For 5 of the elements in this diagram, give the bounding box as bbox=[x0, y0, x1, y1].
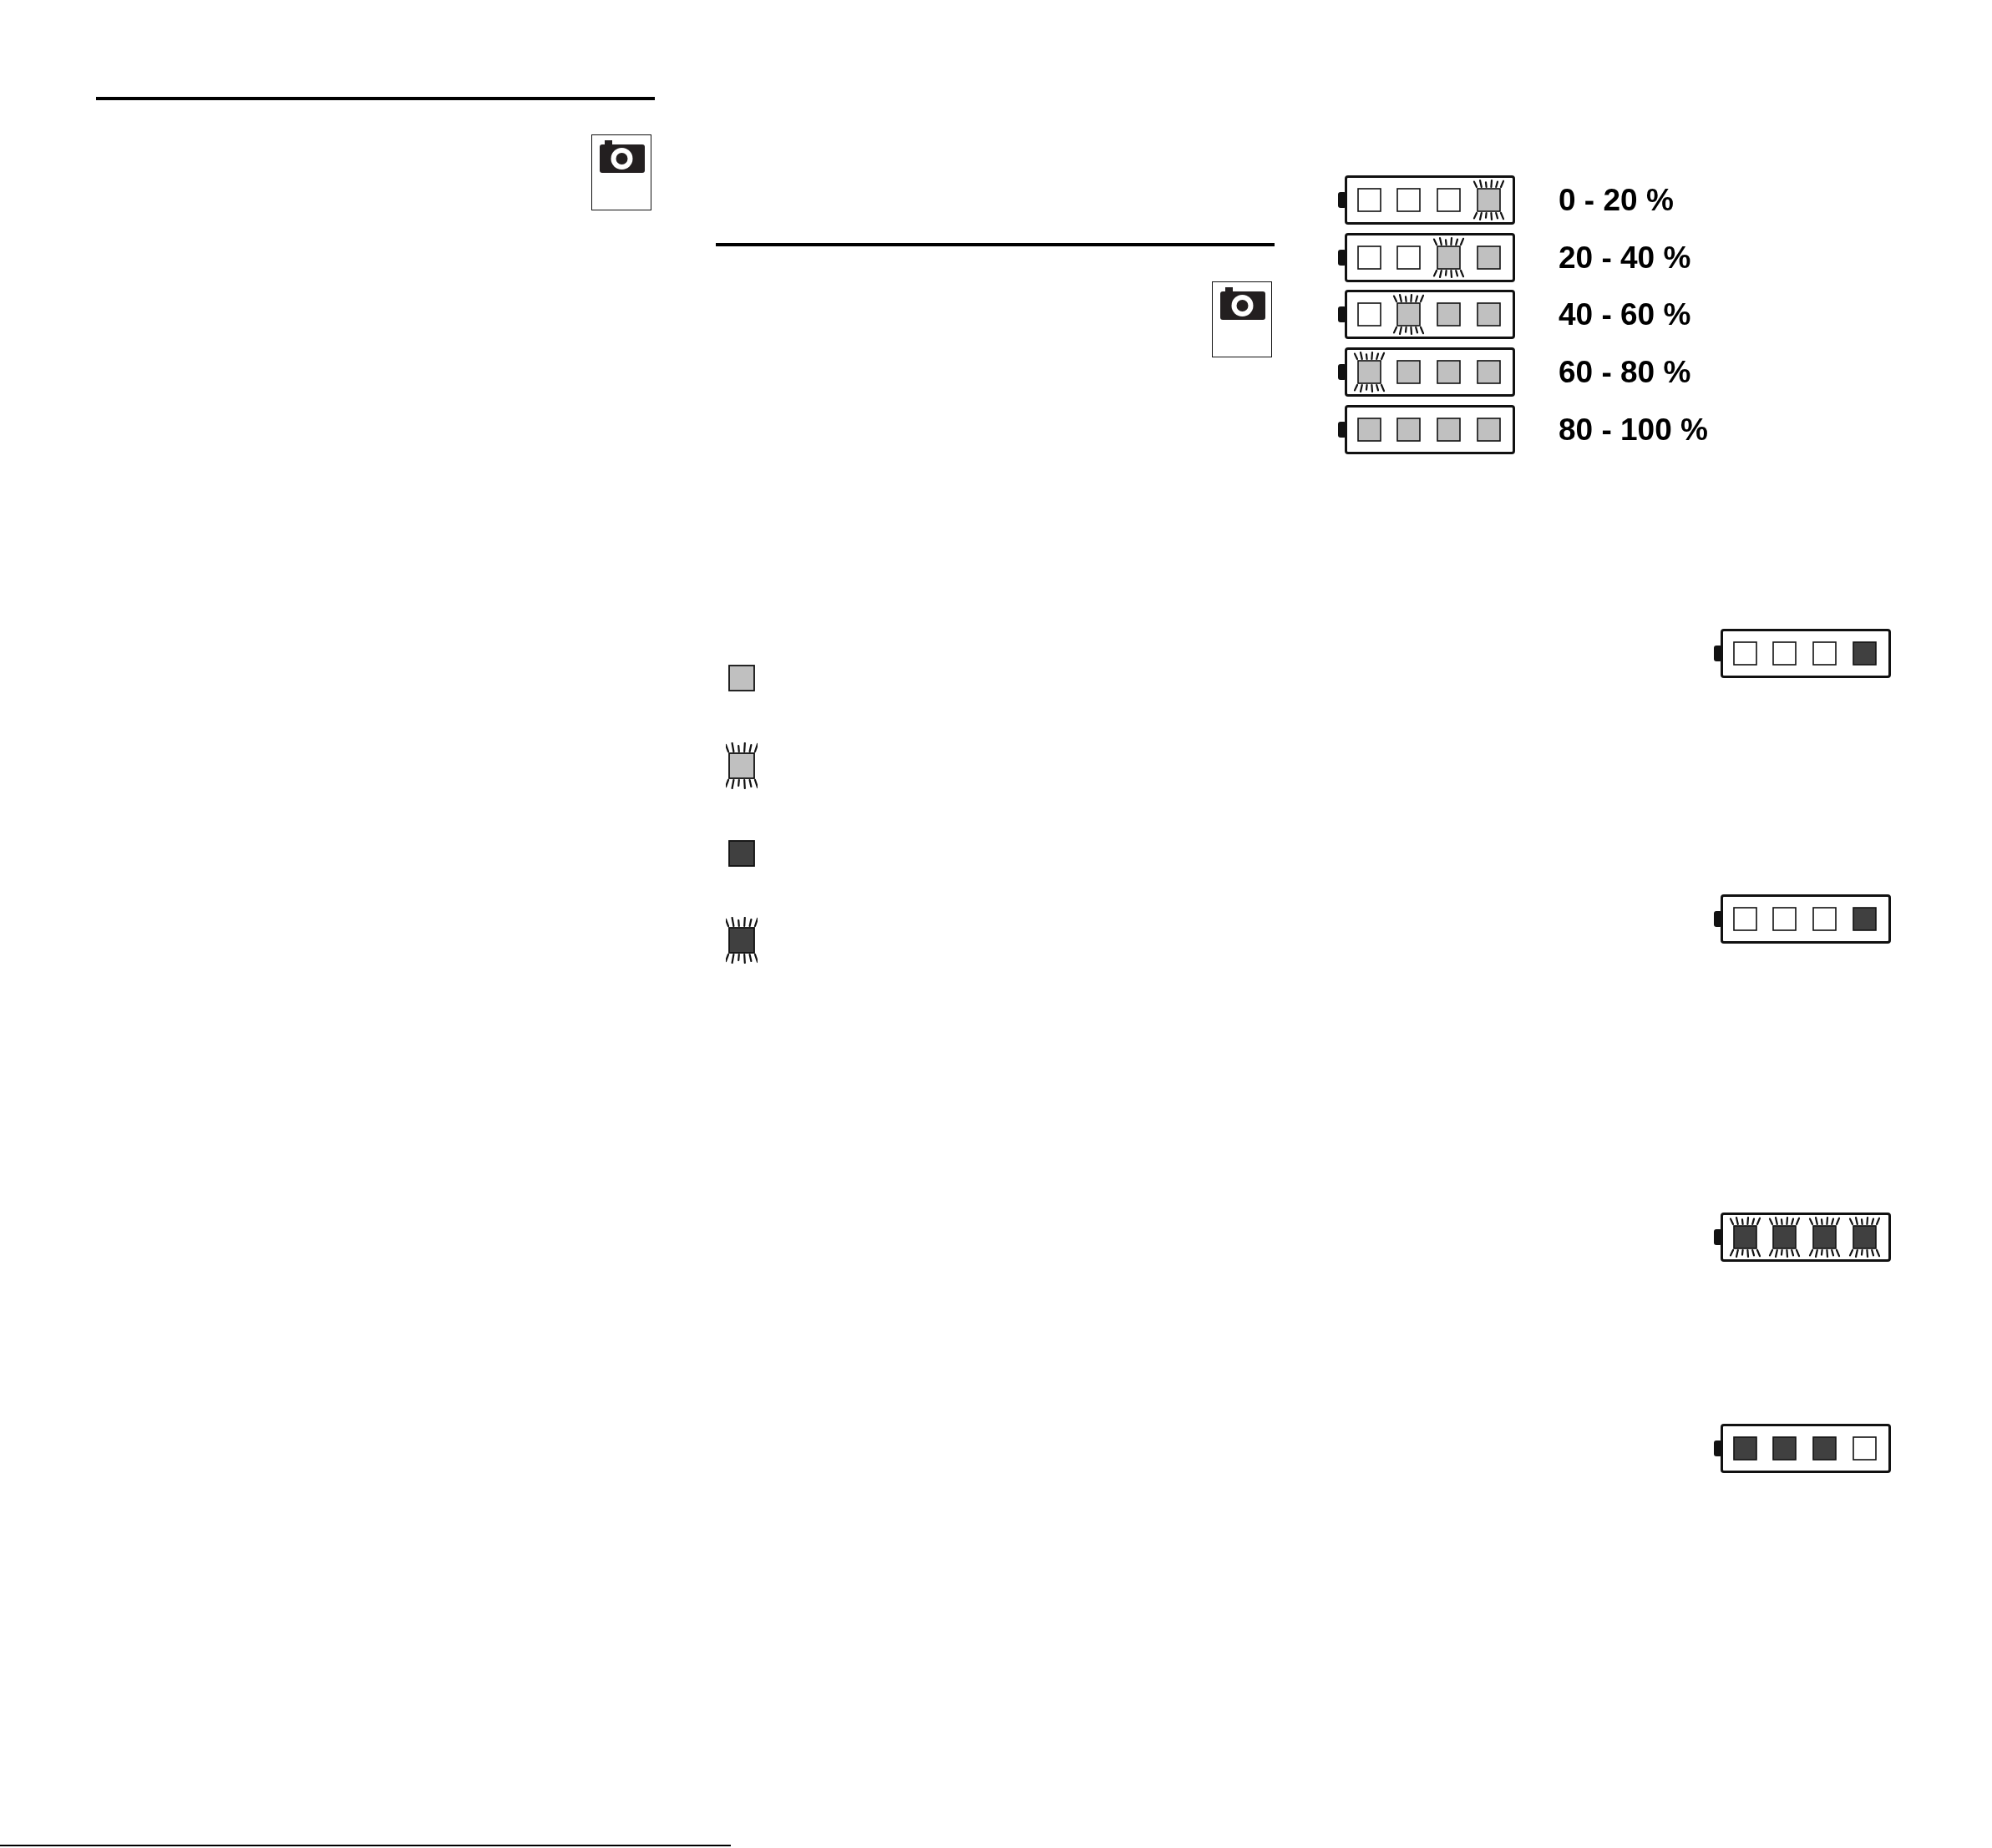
charge-range-label: 80 - 100 % bbox=[1559, 411, 1708, 448]
charge-range-label: 20 - 40 % bbox=[1559, 239, 1691, 276]
charge-range-label: 0 - 20 % bbox=[1559, 181, 1674, 219]
charge-range-label: 40 - 60 % bbox=[1559, 296, 1691, 333]
charge-range-label: 60 - 80 % bbox=[1559, 353, 1691, 391]
